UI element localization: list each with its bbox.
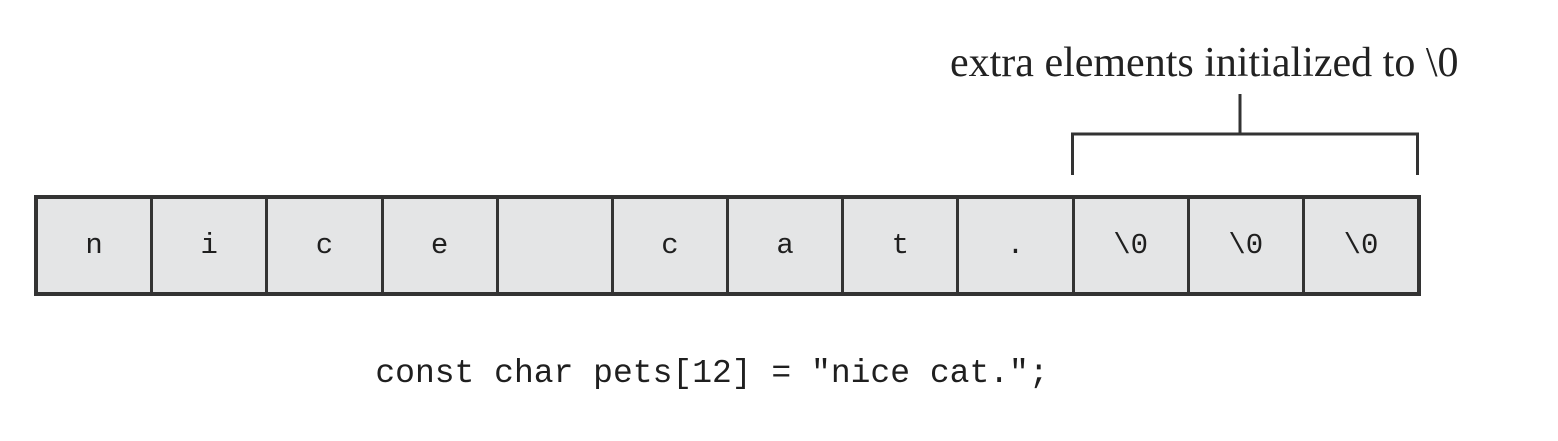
array-cell-null: \0 [1190, 199, 1305, 292]
array-cell: t [844, 199, 960, 292]
array-cell-null: \0 [1343, 229, 1379, 262]
array-cell: c [614, 199, 730, 292]
array-cell: i [153, 199, 269, 292]
array-cell: e [384, 199, 499, 292]
array-cell: c [268, 199, 384, 292]
array-cell: . [959, 199, 1075, 292]
annotation-label: extra elements initialized to \0 [950, 40, 1459, 86]
char-array: n i c e c a t . \0 \0 \0 [34, 195, 1421, 296]
array-cell-null: \0 [1075, 199, 1190, 292]
array-cell: a [729, 199, 845, 292]
array-cell: n [38, 199, 154, 292]
code-declaration: const char pets[12] = "nice cat."; [375, 355, 1049, 392]
array-cell-space [499, 199, 614, 292]
